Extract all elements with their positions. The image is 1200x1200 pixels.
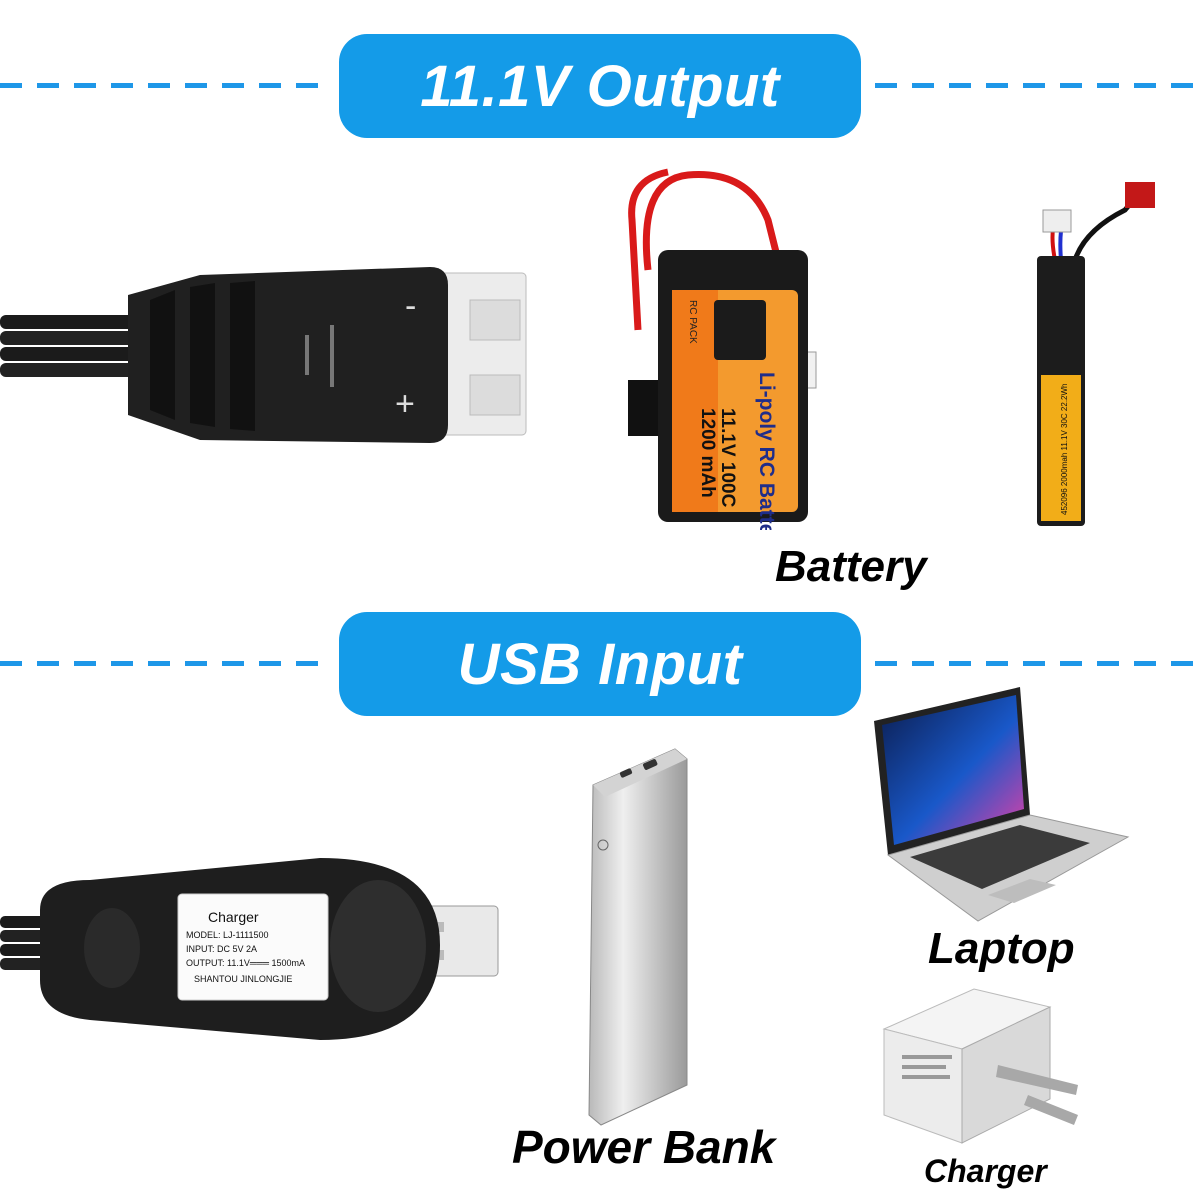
input-section-title: USB Input: [457, 631, 743, 697]
stick-battery-label: 452096 2000mah 11.1V 30C 22.2Wh: [1060, 383, 1069, 515]
cable-wire: [0, 363, 150, 377]
balance-connector-image: - +: [0, 267, 527, 443]
charger-caption: Charger: [924, 1153, 1047, 1189]
laptop-image: [874, 687, 1130, 922]
battery-side-label: RC PACK: [687, 300, 698, 344]
output-section-banner: 11.1V Output: [339, 34, 861, 138]
cable-wire: [0, 347, 150, 361]
power-bank-caption: Power Bank: [512, 1121, 776, 1173]
battery-caption: Battery: [775, 542, 927, 591]
output-section-title: 11.1V Output: [420, 53, 780, 119]
power-bank-image: [588, 748, 688, 1126]
power-button: [597, 839, 609, 851]
charger-sticker-title: Charger: [208, 909, 259, 925]
battery-capacity-label: 1200 mAh: [697, 408, 718, 498]
minus-mark: -: [405, 287, 416, 325]
stick-deans-plug: [1125, 182, 1155, 208]
usb-charger-cable-image: Charger MODEL: LJ-1111500 INPUT: DC 5V 2…: [0, 858, 499, 1040]
input-divider-right: [875, 661, 1200, 666]
charger-sticker-model: MODEL: LJ-1111500: [186, 930, 269, 940]
lipo-battery-image: RC PACK Li-poly RC Battery 11.1V 100C 12…: [628, 168, 817, 530]
stick-balance-plug: [1042, 209, 1072, 233]
usb-charger-sticker: [177, 893, 329, 1001]
battery-brand-label: Li-poly RC Battery: [755, 372, 778, 530]
wall-charger-image: [882, 988, 1078, 1144]
charger-sticker-input: INPUT: DC 5V 2A: [186, 944, 257, 954]
input-divider-left: [0, 661, 325, 666]
cable-wire: [0, 331, 150, 345]
battery-voltage-label: 11.1V 100C: [717, 408, 738, 508]
charger-sticker-output: OUTPUT: 11.1V═══ 1500mA: [186, 958, 305, 968]
output-divider-left: [0, 83, 325, 88]
stick-battery-image: 452096 2000mah 11.1V 30C 22.2Wh: [1037, 182, 1155, 526]
charger-sticker-maker: SHANTOU JINLONGJIE: [194, 974, 292, 984]
cable-wire: [0, 315, 150, 329]
input-section-banner: USB Input: [339, 612, 861, 716]
output-divider-right: [875, 83, 1200, 88]
power-plug: [628, 380, 658, 436]
laptop-caption: Laptop: [928, 924, 1075, 973]
plus-mark: +: [395, 385, 415, 423]
